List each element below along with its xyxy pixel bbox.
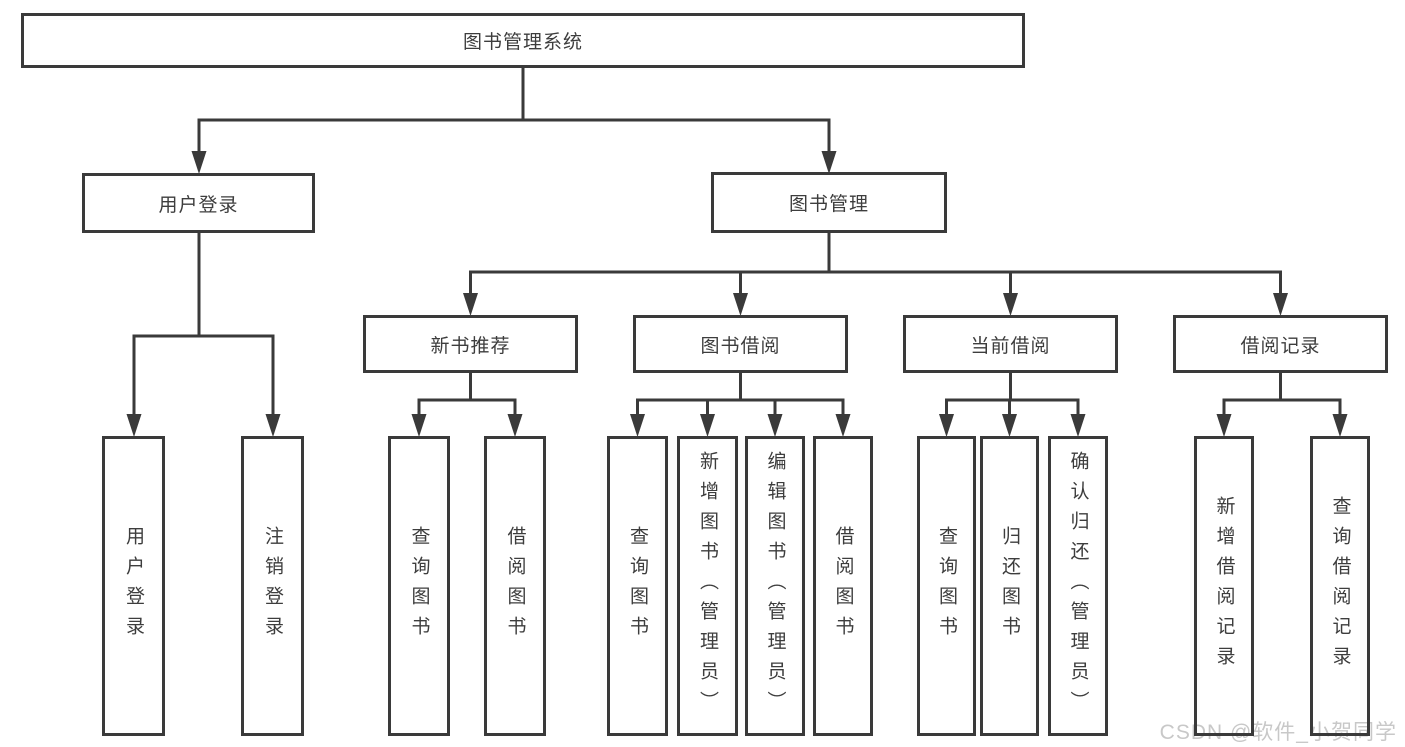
node-library-management-system: 图书管理系统 xyxy=(21,13,1025,68)
arrowhead xyxy=(821,151,837,174)
leaf-confirm-return-admin: 确认归还（管理员） xyxy=(1048,436,1108,736)
node-label: 查询图书 xyxy=(408,526,430,646)
node-label: 注销登录 xyxy=(262,526,283,646)
node-label: 用户登录 xyxy=(123,526,144,646)
arrowhead xyxy=(265,414,281,437)
node-label: 确认归还（管理员） xyxy=(1067,451,1089,721)
arrowhead xyxy=(835,414,851,437)
arrowhead xyxy=(1002,414,1017,437)
node-label: 借阅图书 xyxy=(504,526,526,646)
node-user-login-group: 用户登录 xyxy=(82,173,315,233)
leaf-return-book: 归还图书 xyxy=(980,436,1039,736)
arrowhead xyxy=(126,414,142,437)
node-label: 查询借阅记录 xyxy=(1329,496,1351,676)
leaf-logout: 注销登录 xyxy=(241,436,304,736)
node-book-management-group: 图书管理 xyxy=(711,172,947,233)
arrowhead xyxy=(1332,414,1348,437)
leaf-query-books-3: 查询图书 xyxy=(917,436,976,736)
leaf-edit-book-admin: 编辑图书（管理员） xyxy=(745,436,805,736)
leaf-borrow-books-1: 借阅图书 xyxy=(484,436,546,736)
node-label: 编辑图书（管理员） xyxy=(764,451,786,721)
node-label: 图书借阅 xyxy=(700,335,781,357)
node-book-borrow: 图书借阅 xyxy=(633,315,848,373)
node-label: 新书推荐 xyxy=(430,335,511,357)
leaf-query-books-2: 查询图书 xyxy=(607,436,668,736)
arrowhead xyxy=(733,293,748,316)
node-label: 借阅图书 xyxy=(832,526,854,646)
node-label: 图书管理 xyxy=(788,194,869,215)
arrowhead xyxy=(1070,414,1086,437)
leaf-add-borrow-record: 新增借阅记录 xyxy=(1194,436,1254,736)
node-label: 图书管理系统 xyxy=(462,32,583,53)
arrowhead xyxy=(767,414,783,437)
node-current-borrow: 当前借阅 xyxy=(903,315,1118,373)
node-label: 新增借阅记录 xyxy=(1213,496,1235,676)
arrowhead xyxy=(700,414,715,437)
leaf-user-login: 用户登录 xyxy=(102,436,165,736)
arrowhead xyxy=(1003,293,1018,316)
leaf-add-book-admin: 新增图书（管理员） xyxy=(677,436,738,736)
arrowheads xyxy=(126,151,1348,437)
arrowhead xyxy=(463,293,478,316)
node-label: 当前借阅 xyxy=(970,335,1051,357)
node-new-book-recommend: 新书推荐 xyxy=(363,315,578,373)
arrowhead xyxy=(1216,414,1232,437)
node-label: 归还图书 xyxy=(999,526,1020,646)
arrowhead xyxy=(630,414,645,437)
arrowhead xyxy=(1273,293,1288,316)
arrowhead xyxy=(507,414,523,437)
watermark-text: CSDN @软件_小贺同学 xyxy=(1159,721,1397,744)
node-label: 查询图书 xyxy=(936,526,957,646)
leaf-query-books-1: 查询图书 xyxy=(388,436,450,736)
node-label: 查询图书 xyxy=(627,526,648,646)
arrowhead xyxy=(411,414,427,437)
arrowhead xyxy=(191,151,207,174)
leaf-query-borrow-record: 查询借阅记录 xyxy=(1310,436,1370,736)
node-label: 借阅记录 xyxy=(1240,335,1321,357)
arrowhead xyxy=(939,414,954,437)
leaf-borrow-books-2: 借阅图书 xyxy=(813,436,873,736)
node-label: 新增图书（管理员） xyxy=(697,451,718,721)
node-label: 用户登录 xyxy=(158,194,239,216)
node-borrow-records: 借阅记录 xyxy=(1173,315,1388,373)
